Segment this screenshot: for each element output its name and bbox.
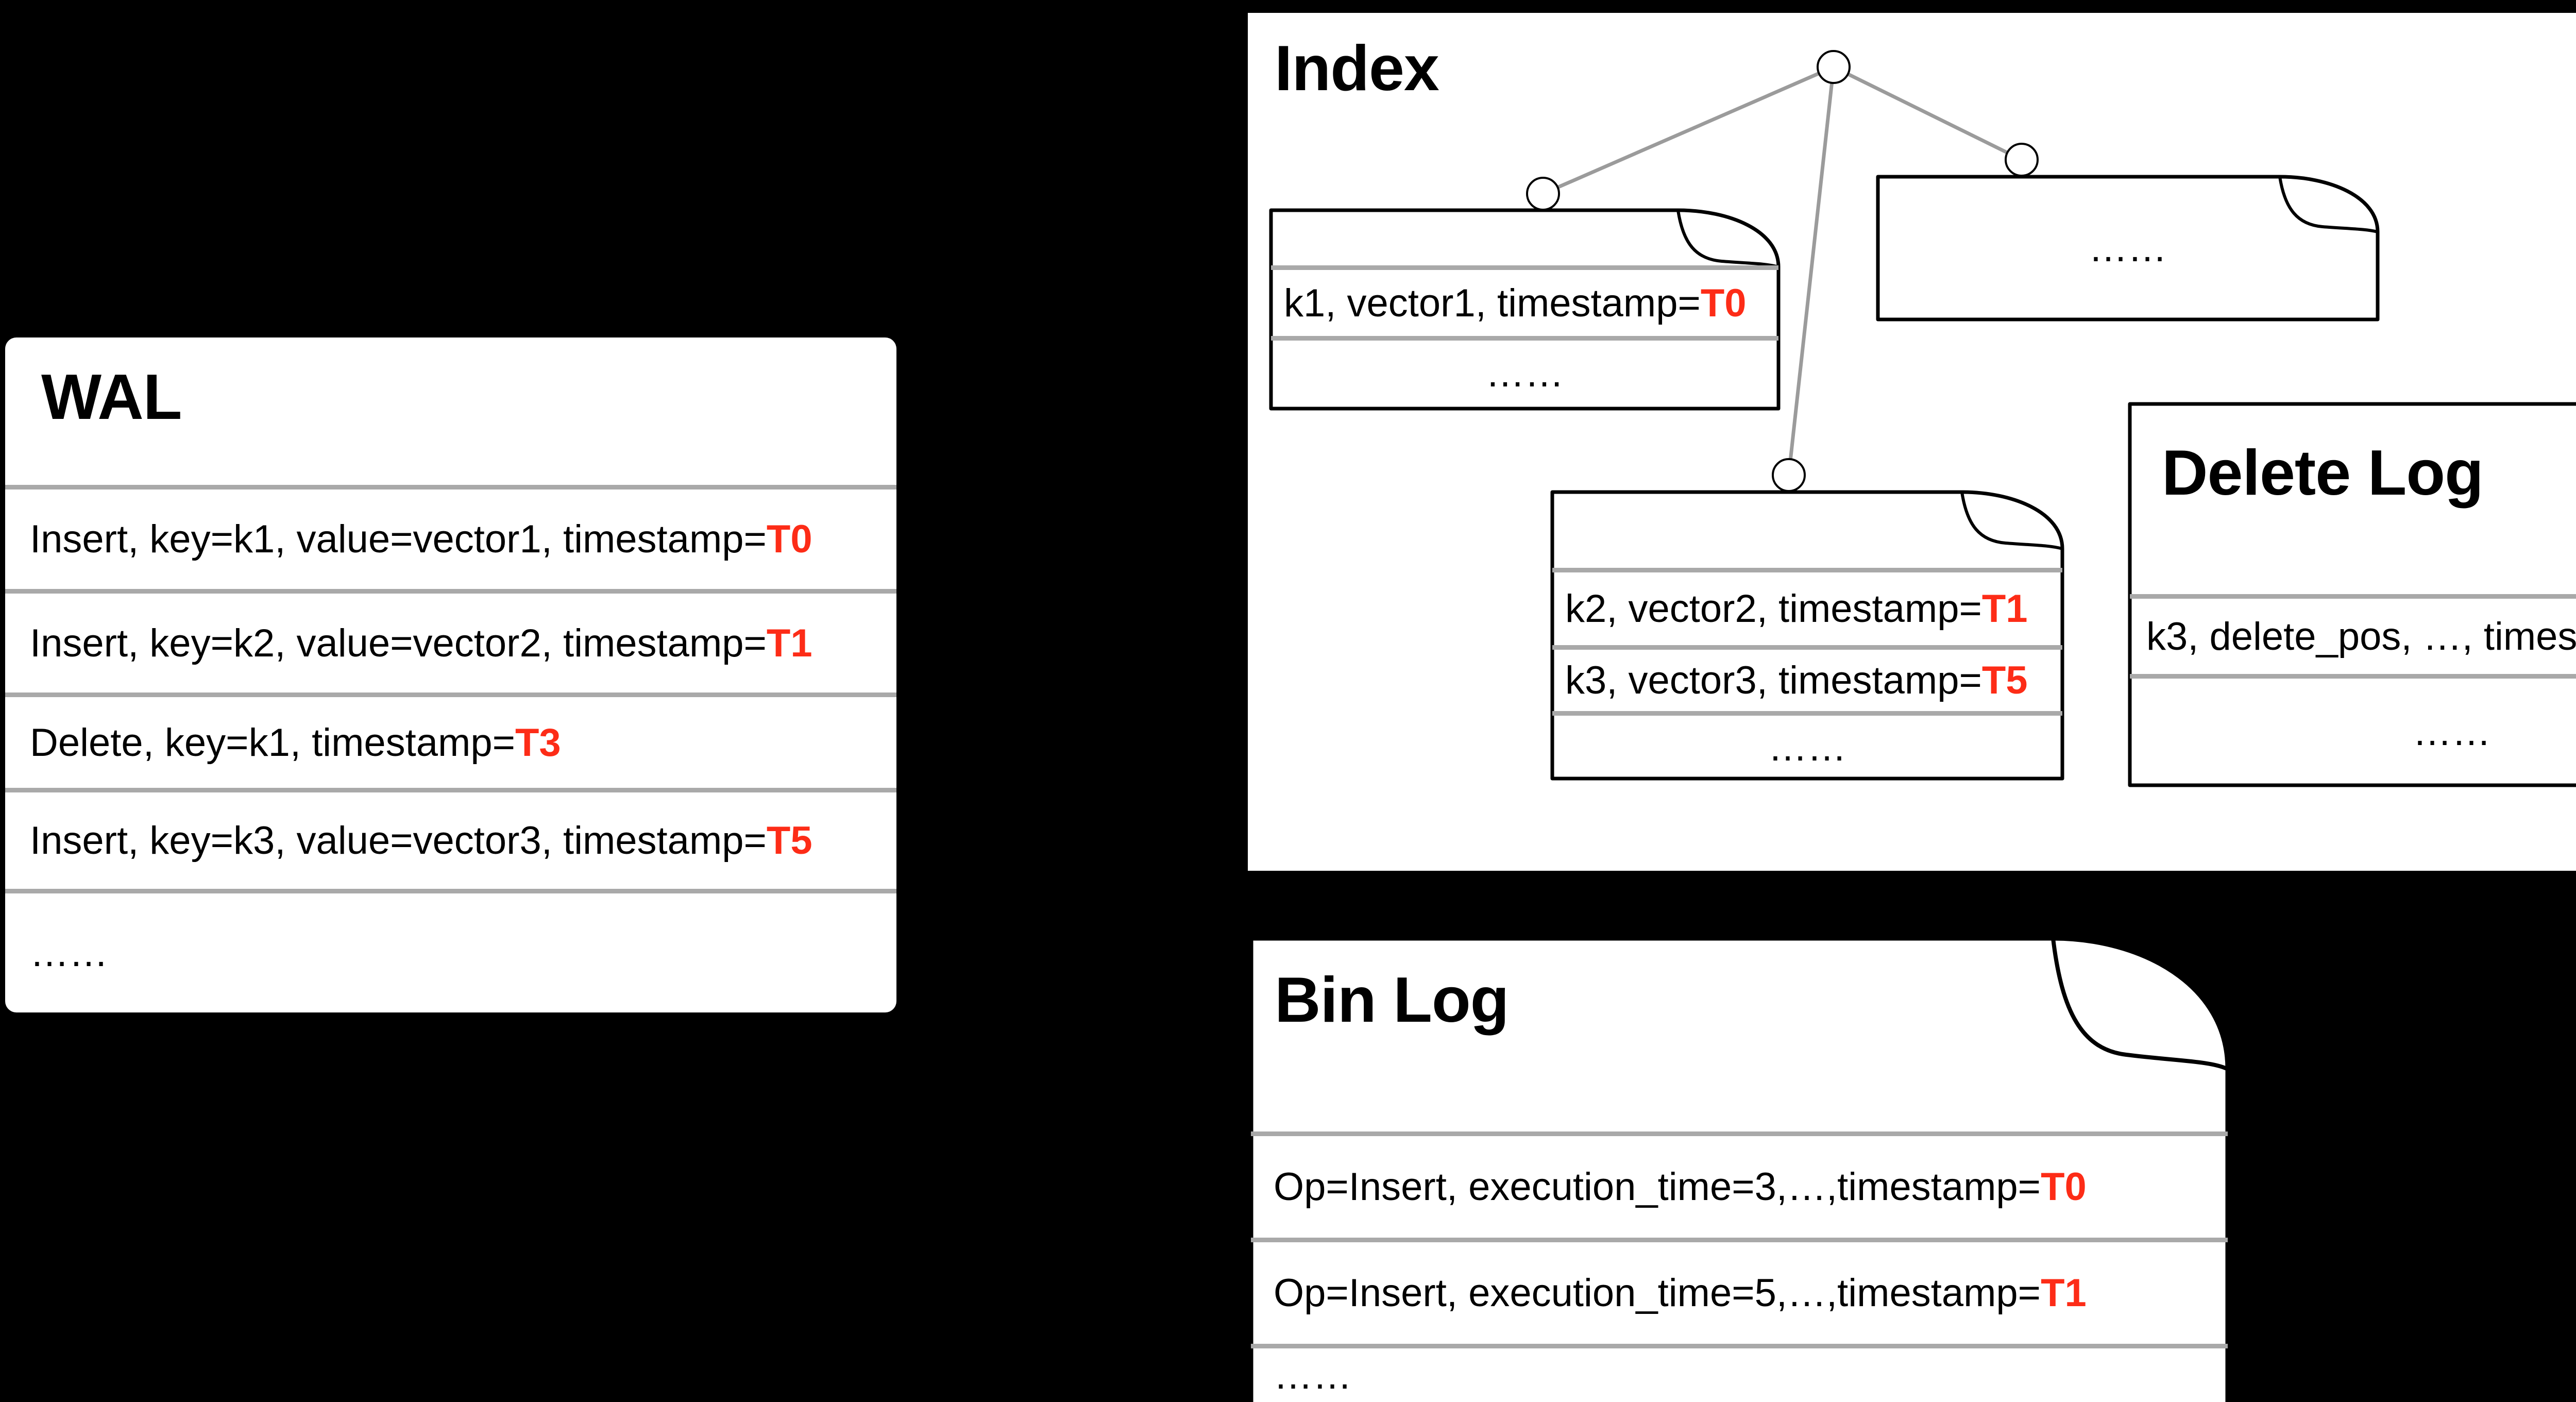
index-panel: Index k1, vector1, timestamp=T0 …… … bbox=[1248, 13, 2576, 871]
segment-row: k3, vector3, timestamp=T5 bbox=[1550, 650, 2065, 711]
divider bbox=[5, 889, 896, 893]
segment-row-text: k3, vector3, timestamp= bbox=[1565, 658, 1982, 702]
timestamp-badge: T5 bbox=[766, 819, 812, 863]
segment-row: …… bbox=[1268, 341, 1781, 406]
wal-row-text: …… bbox=[30, 931, 108, 975]
ellipsis-text: …… bbox=[1485, 351, 1564, 395]
bin-log-row: Op=Insert, execution_time=3,…,timestamp=… bbox=[1248, 1136, 2231, 1238]
bin-log-row-text: Op=Insert, execution_time=3,…,timestamp= bbox=[1274, 1165, 2041, 1209]
bin-log-row: …… bbox=[1248, 1348, 2231, 1402]
index-segment-doc-k1: k1, vector1, timestamp=T0 …… bbox=[1268, 208, 1781, 411]
wal-row: Insert, key=k3, value=vector3, timestamp… bbox=[5, 792, 896, 889]
index-segment-doc-more: …… bbox=[1875, 174, 2380, 322]
divider bbox=[1552, 711, 2062, 716]
divider bbox=[5, 788, 896, 792]
timestamp-badge: T5 bbox=[1981, 658, 2028, 702]
timestamp-badge: T0 bbox=[1700, 281, 1747, 325]
segment-row: …… bbox=[1550, 716, 2065, 779]
bin-log-doc: Bin Log Op=Insert, execution_time=3,…,ti… bbox=[1248, 935, 2231, 1402]
divider bbox=[1552, 645, 2062, 650]
delete-log-row: k3, delete_pos, …, timestamp=T3 bbox=[2127, 599, 2576, 674]
divider bbox=[1251, 1344, 2228, 1348]
timestamp-badge: T3 bbox=[515, 720, 561, 765]
timestamp-badge: T1 bbox=[2041, 1271, 2087, 1315]
delete-log-row-text: k3, delete_pos, …, timestamp= bbox=[2146, 614, 2576, 658]
bin-log-title: Bin Log bbox=[1275, 965, 1509, 1036]
divider bbox=[2130, 674, 2576, 679]
timestamp-badge: T0 bbox=[766, 517, 812, 561]
document-shape bbox=[1248, 936, 2230, 1402]
timestamp-badge: T1 bbox=[766, 621, 812, 665]
divider bbox=[5, 485, 896, 489]
delete-log-row: …… bbox=[2127, 679, 2576, 785]
document-fold bbox=[2051, 936, 2230, 1071]
wal-row-text: Insert, key=k2, value=vector2, timestamp… bbox=[30, 621, 767, 665]
timestamp-badge: T0 bbox=[2041, 1165, 2087, 1209]
tree-node-circle bbox=[2005, 143, 2039, 177]
divider bbox=[1552, 568, 2062, 572]
document-fold bbox=[2278, 175, 2379, 233]
segment-row-text: k2, vector2, timestamp= bbox=[1565, 587, 1982, 631]
tree-edge bbox=[1787, 66, 1836, 476]
ellipsis-text: …… bbox=[2413, 710, 2491, 754]
tree-edge bbox=[1542, 65, 1835, 196]
segment-row: k2, vector2, timestamp=T1 bbox=[1550, 572, 2065, 645]
ellipsis-text: …… bbox=[1274, 1353, 1352, 1397]
divider bbox=[5, 589, 896, 594]
wal-row-text: Insert, key=k1, value=vector1, timestamp… bbox=[30, 517, 767, 561]
ellipsis-text: …… bbox=[1768, 725, 1846, 769]
wal-box: WAL Insert, key=k1, value=vector1, times… bbox=[5, 337, 896, 1012]
wal-row-text: Delete, key=k1, timestamp= bbox=[30, 720, 515, 765]
divider bbox=[1251, 1238, 2228, 1242]
wal-row: Insert, key=k1, value=vector1, timestamp… bbox=[5, 489, 896, 589]
document-shape bbox=[1550, 490, 2064, 781]
bin-log-row-text: Op=Insert, execution_time=5,…,timestamp= bbox=[1274, 1271, 2041, 1315]
wal-row: …… bbox=[5, 893, 896, 1012]
tree-edge bbox=[1833, 65, 2023, 162]
tree-node-circle bbox=[1817, 50, 1851, 84]
segment-row: k1, vector1, timestamp=T0 bbox=[1268, 270, 1781, 336]
divider bbox=[2130, 594, 2576, 599]
segment-row: …… bbox=[1875, 174, 2380, 322]
divider bbox=[1271, 336, 1778, 341]
document-shape bbox=[1876, 175, 2380, 322]
ellipsis-text: …… bbox=[2089, 226, 2167, 270]
delete-log-doc: Delete Log k3, delete_pos, …, timestamp=… bbox=[2127, 401, 2576, 788]
document-fold bbox=[1960, 491, 2064, 550]
divider bbox=[1271, 265, 1778, 270]
index-segment-doc-k2k3: k2, vector2, timestamp=T1 k3, vector3, t… bbox=[1550, 489, 2065, 781]
tree-node-circle bbox=[1772, 458, 1806, 492]
wal-row: Insert, key=k2, value=vector2, timestamp… bbox=[5, 594, 896, 692]
divider bbox=[1251, 1131, 2228, 1136]
index-title: Index bbox=[1275, 33, 1439, 104]
wal-row: Delete, key=k1, timestamp=T3 bbox=[5, 697, 896, 788]
bin-log-row: Op=Insert, execution_time=5,…,timestamp=… bbox=[1248, 1242, 2231, 1344]
timestamp-badge: T1 bbox=[1981, 587, 2028, 631]
tree-node-circle bbox=[1526, 177, 1560, 211]
segment-row-text: k1, vector1, timestamp= bbox=[1284, 281, 1701, 325]
wal-row-text: Insert, key=k3, value=vector3, timestamp… bbox=[30, 819, 767, 863]
delete-log-title: Delete Log bbox=[2162, 437, 2484, 509]
divider bbox=[5, 692, 896, 697]
document-fold bbox=[1676, 209, 1780, 268]
wal-title: WAL bbox=[41, 362, 182, 433]
